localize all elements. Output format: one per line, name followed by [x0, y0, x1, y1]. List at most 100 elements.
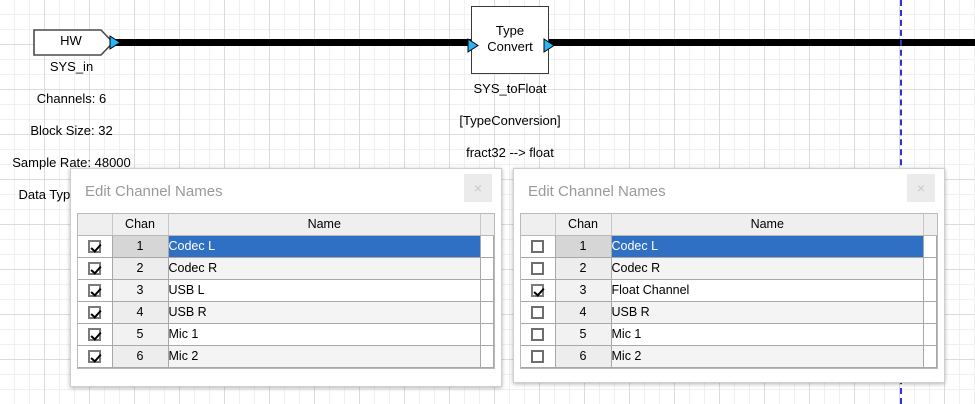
scrollbar-stub[interactable] — [480, 214, 494, 236]
row-channel-name[interactable]: Codec R — [611, 257, 924, 280]
column-header-chan[interactable]: Chan — [112, 214, 169, 236]
checkbox-unchecked-icon[interactable] — [531, 262, 545, 276]
column-header-name[interactable]: Name — [611, 214, 924, 236]
row-scroll-gutter — [480, 323, 494, 346]
column-header-chan[interactable]: Chan — [555, 214, 612, 236]
checkbox-checked-icon[interactable] — [88, 240, 102, 254]
dialog-titlebar[interactable]: Edit Channel Names × — [71, 169, 501, 213]
input-port-triangle[interactable] — [467, 38, 479, 53]
row-channel-number: 4 — [555, 301, 612, 324]
output-port-triangle[interactable] — [543, 38, 555, 53]
row-channel-name[interactable]: USB R — [168, 301, 481, 324]
row-checkbox-cell[interactable] — [521, 257, 556, 280]
row-checkbox-cell[interactable] — [521, 301, 556, 324]
row-channel-name[interactable]: Mic 2 — [168, 345, 481, 368]
row-checkbox-cell[interactable] — [521, 235, 556, 258]
column-header-check[interactable] — [78, 214, 113, 236]
row-scroll-gutter — [923, 257, 937, 280]
row-channel-name[interactable]: USB L — [168, 279, 481, 302]
row-channel-number: 6 — [112, 345, 169, 368]
row-channel-number: 1 — [112, 235, 169, 258]
checkbox-unchecked-icon[interactable] — [531, 240, 545, 254]
dialog-titlebar[interactable]: Edit Channel Names × — [514, 169, 944, 213]
checkbox-unchecked-icon[interactable] — [531, 328, 545, 342]
type-convert-label-line1: Type — [495, 23, 525, 38]
row-channel-number: 2 — [555, 257, 612, 280]
row-channel-name[interactable]: Mic 1 — [611, 323, 924, 346]
checkbox-checked-icon[interactable] — [531, 284, 545, 298]
row-checkbox-cell[interactable] — [78, 257, 113, 280]
dialog-empty-area — [520, 368, 938, 376]
block-hw-source[interactable]: HW — [33, 29, 120, 56]
row-checkbox-cell[interactable] — [521, 279, 556, 302]
row-channel-number: 3 — [555, 279, 612, 302]
caption-line-4: Sample Rate: 48000 — [12, 155, 131, 170]
column-header-check[interactable] — [521, 214, 556, 236]
type-convert-label: Type Convert — [472, 23, 548, 55]
row-channel-name[interactable]: Mic 2 — [611, 345, 924, 368]
checkbox-checked-icon[interactable] — [88, 328, 102, 342]
row-channel-number: 1 — [555, 235, 612, 258]
row-channel-name[interactable]: Codec R — [168, 257, 481, 280]
checkbox-checked-icon[interactable] — [88, 306, 102, 320]
block-type-convert[interactable]: Type Convert — [467, 6, 555, 74]
row-channel-name[interactable]: Mic 1 — [168, 323, 481, 346]
row-checkbox-cell[interactable] — [78, 345, 113, 368]
row-channel-number: 2 — [112, 257, 169, 280]
row-checkbox-cell[interactable] — [78, 301, 113, 324]
row-checkbox-cell[interactable] — [521, 323, 556, 346]
row-scroll-gutter — [923, 323, 937, 346]
row-channel-name[interactable]: Codec L — [611, 235, 924, 258]
checkbox-checked-icon[interactable] — [88, 350, 102, 364]
output-port-triangle — [109, 35, 120, 50]
row-channel-number: 3 — [112, 279, 169, 302]
row-scroll-gutter — [480, 301, 494, 324]
row-channel-number: 5 — [112, 323, 169, 346]
row-scroll-gutter — [923, 345, 937, 368]
wire-hw-to-typeconvert[interactable] — [115, 39, 477, 46]
caption-line-3: Block Size: 32 — [30, 123, 113, 138]
hw-block-label: HW — [60, 33, 82, 48]
row-channel-name[interactable]: Codec L — [168, 235, 481, 258]
scrollbar-stub[interactable] — [923, 214, 937, 236]
caption-line-1: SYS_in — [49, 59, 94, 74]
dialog-title: Edit Channel Names — [85, 182, 223, 200]
close-icon[interactable]: × — [907, 174, 935, 202]
column-header-name[interactable]: Name — [168, 214, 481, 236]
close-icon[interactable]: × — [464, 174, 492, 202]
checkbox-checked-icon[interactable] — [88, 262, 102, 276]
type-convert-caption: SYS_toFloat [TypeConversion] fract32 -->… — [400, 81, 620, 161]
checkbox-checked-icon[interactable] — [88, 284, 102, 298]
row-scroll-gutter — [923, 301, 937, 324]
table-header-row: Chan Name — [78, 214, 494, 236]
checkbox-unchecked-icon[interactable] — [531, 350, 545, 364]
checkbox-unchecked-icon[interactable] — [531, 306, 545, 320]
row-channel-name[interactable]: Float Channel — [611, 279, 924, 302]
wire-typeconvert-out[interactable] — [543, 39, 975, 46]
row-checkbox-cell[interactable] — [78, 279, 113, 302]
row-checkbox-cell[interactable] — [78, 323, 113, 346]
row-checkbox-cell[interactable] — [521, 345, 556, 368]
row-checkbox-cell[interactable] — [78, 235, 113, 258]
row-channel-name[interactable]: USB R — [611, 301, 924, 324]
